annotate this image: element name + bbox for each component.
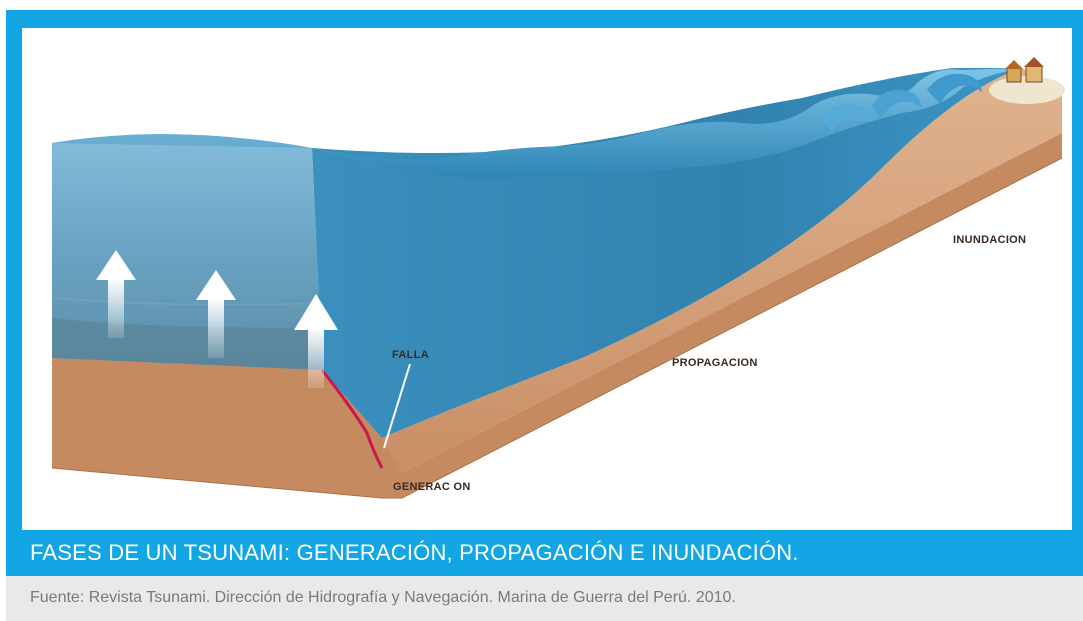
fault-line — [320, 369, 384, 469]
coastal-houses — [989, 57, 1065, 104]
ocean-side — [312, 68, 1022, 438]
label-generacion: GENERAC ON — [393, 481, 471, 493]
wave-crest-2 — [927, 73, 982, 104]
tsunami-diagram: INUNDACION PROPAGACION FALLA GENERAC ON — [22, 28, 1072, 530]
figure-caption: FASES DE UN TSUNAMI: GENERACIÓN, PROPAGA… — [30, 540, 799, 565]
uplift-arrow-3 — [294, 294, 338, 388]
seabed-side — [52, 133, 1062, 498]
ocean-surface — [52, 68, 1022, 178]
fault-pointer — [383, 363, 411, 449]
source-note: Fuente: Revista Tsunami. Dirección de Hi… — [30, 589, 736, 606]
caption-bar: FASES DE UN TSUNAMI: GENERACIÓN, PROPAGA… — [6, 530, 1083, 576]
uplift-arrow-2 — [196, 270, 236, 358]
label-inundacion: INUNDACION — [953, 234, 1026, 246]
tsunami-illustration: INUNDACION PROPAGACION FALLA GENERAC ON — [51, 57, 1065, 499]
uplift-arrow-1 — [96, 250, 136, 338]
wave-crest-1 — [872, 89, 922, 120]
label-propagacion: PROPAGACION — [672, 357, 758, 369]
source-bar: Fuente: Revista Tsunami. Dirección de Hi… — [6, 576, 1083, 621]
label-falla: FALLA — [392, 349, 429, 361]
wave-crest-3 — [822, 103, 872, 132]
